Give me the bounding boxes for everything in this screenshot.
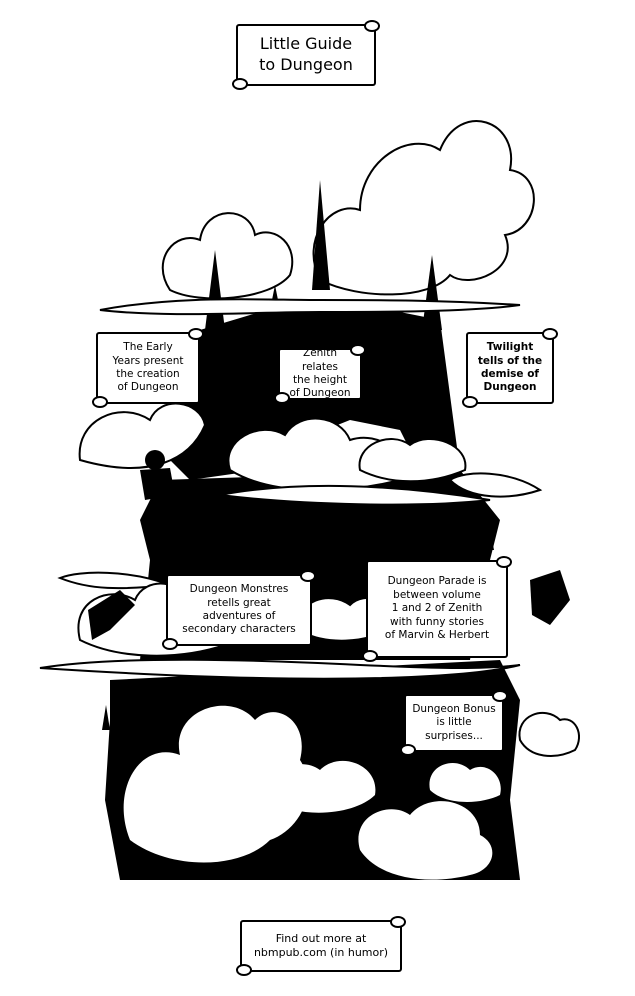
twilight-scroll: Twilight tells of the demise of Dungeon [462,328,558,408]
guide-title-scroll: Little Guide to Dungeon [232,20,380,90]
character-silhouettes [88,322,570,640]
zenith-scroll: Zenith relates the height of Dungeon [274,344,366,404]
early-years-scroll: The Early Years present the creation of … [92,328,204,408]
bonus-scroll: Dungeon Bonus is little surprises... [400,690,508,756]
top-clouds [161,120,535,300]
lower-clouds [123,705,501,880]
parade-scroll: Dungeon Parade is between volume 1 and 2… [362,556,512,662]
monstres-scroll: Dungeon Monstres retells great adventure… [162,570,316,650]
middle-clouds [39,298,580,757]
footer-link-scroll: Find out more at nbmpub.com (in humor) [236,916,406,976]
